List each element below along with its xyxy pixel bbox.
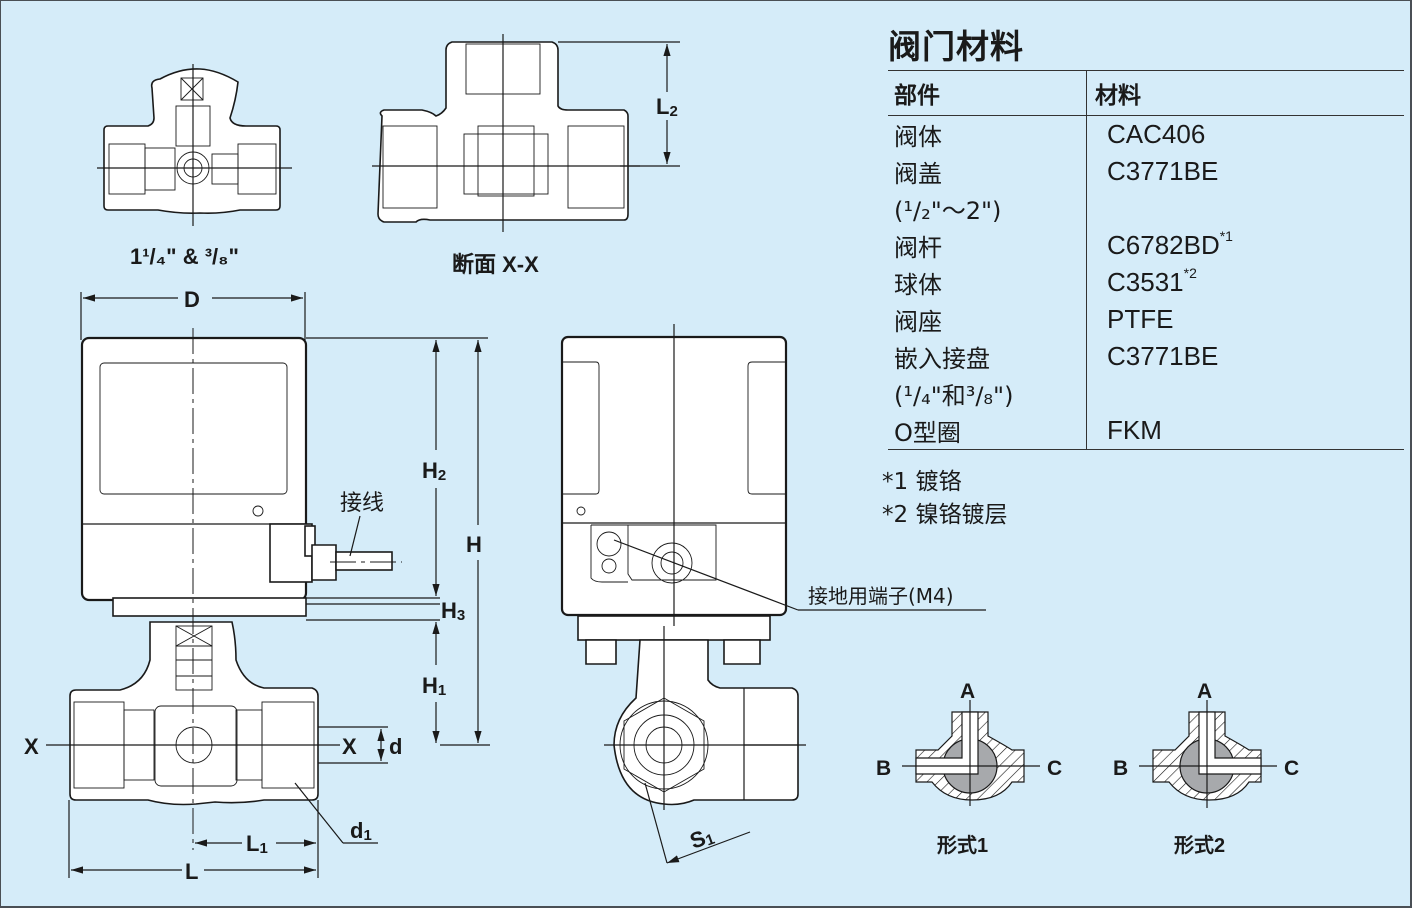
table-row: 阀座 PTFE (888, 301, 1404, 338)
type2-port-c: C (1284, 757, 1299, 780)
type2-caption: 形式2 (1174, 834, 1225, 857)
header-material: 材料 (1086, 70, 1404, 116)
dim-H2-label: H2 (422, 458, 446, 484)
small-size-caption: 1¹/₄" & ³/₈" (130, 244, 239, 269)
small-size-view (97, 64, 292, 226)
type2-port-b: B (1113, 757, 1128, 780)
dim-H3-label: H3 (441, 598, 465, 624)
side-view (560, 324, 986, 864)
type1-port-a: A (960, 680, 975, 703)
type1-diagram (902, 700, 1040, 806)
dim-S1-label: S1 (686, 822, 717, 854)
table-row: 阀盖 C3771BE (888, 153, 1404, 190)
material-cell (1087, 190, 1405, 227)
material-cell: PTFE (1087, 301, 1405, 338)
material-note: *1 (1219, 228, 1233, 244)
table-row: O型圈 FKM (888, 412, 1404, 450)
material-cell: C3771BE (1087, 338, 1405, 375)
part-cell: 阀杆 (888, 227, 1087, 264)
table-header-row: 部件 材料 (888, 70, 1404, 116)
dim-H1-label: H1 (422, 673, 446, 699)
material-value: C3531 (1107, 267, 1184, 297)
part-cell: 阀盖 (888, 153, 1087, 190)
dim-d1-label: d1 (350, 818, 372, 844)
type1-port-c: C (1047, 757, 1062, 780)
material-cell: C3531*2 (1087, 264, 1405, 301)
part-cell: (¹/₄"和³/₈") (888, 375, 1087, 412)
material-value: C3771BE (1107, 156, 1219, 186)
footnote-1: *1 镀铬 (882, 469, 962, 495)
table-row: (¹/₄"和³/₈") (888, 375, 1404, 412)
part-cell: 球体 (888, 264, 1087, 301)
dim-H-label: H (466, 532, 482, 557)
footnotes: *1 镀铬 *2 镍铬镀层 (882, 466, 1007, 532)
dim-L2-label: L2 (656, 94, 678, 120)
material-cell: FKM (1087, 412, 1405, 450)
footnote-2: *2 镍铬镀层 (882, 502, 1008, 528)
part-cell: O型圈 (888, 412, 1087, 450)
part-cell: 阀体 (888, 115, 1087, 153)
type1-caption: 形式1 (937, 834, 988, 857)
table-row: (¹/₂"～2") (888, 190, 1404, 227)
section-mark-x-right: X (342, 734, 357, 759)
material-cell: CAC406 (1087, 116, 1405, 154)
section-caption: 断面 X-X (452, 252, 539, 277)
part-cell: 嵌入接盘 (888, 338, 1087, 375)
type2-diagram (1139, 700, 1277, 808)
part-cell: 阀座 (888, 301, 1087, 338)
front-view (46, 292, 490, 878)
material-cell: C6782BD*1 (1087, 227, 1405, 264)
material-value: FKM (1107, 415, 1162, 445)
material-value: PTFE (1107, 304, 1174, 334)
ground-terminal-callout: 接地用端子(M4) (808, 584, 954, 608)
material-cell (1087, 375, 1405, 412)
material-note: *2 (1183, 265, 1197, 281)
section-xx-view (372, 34, 680, 232)
material-value: CAC406 (1107, 119, 1206, 149)
material-cell: C3771BE (1087, 153, 1405, 190)
part-cell: (¹/₂"～2") (888, 190, 1087, 227)
table-row: 阀体 CAC406 (888, 115, 1405, 154)
section-mark-x-left: X (24, 734, 39, 759)
material-value: C6782BD (1107, 230, 1220, 260)
dim-d-label: d (389, 734, 402, 759)
materials-title: 阀门材料 (888, 27, 1024, 66)
header-part: 部件 (888, 70, 1087, 116)
table-row: 嵌入接盘 C3771BE (888, 338, 1404, 375)
dim-L1-label: L1 (246, 831, 268, 857)
type1-port-b: B (876, 757, 891, 780)
dim-L-label: L (185, 859, 198, 884)
type2-port-a: A (1197, 680, 1212, 703)
material-value: C3771BE (1107, 341, 1219, 371)
wiring-callout: 接线 (340, 491, 384, 516)
dim-D-label: D (184, 287, 200, 312)
